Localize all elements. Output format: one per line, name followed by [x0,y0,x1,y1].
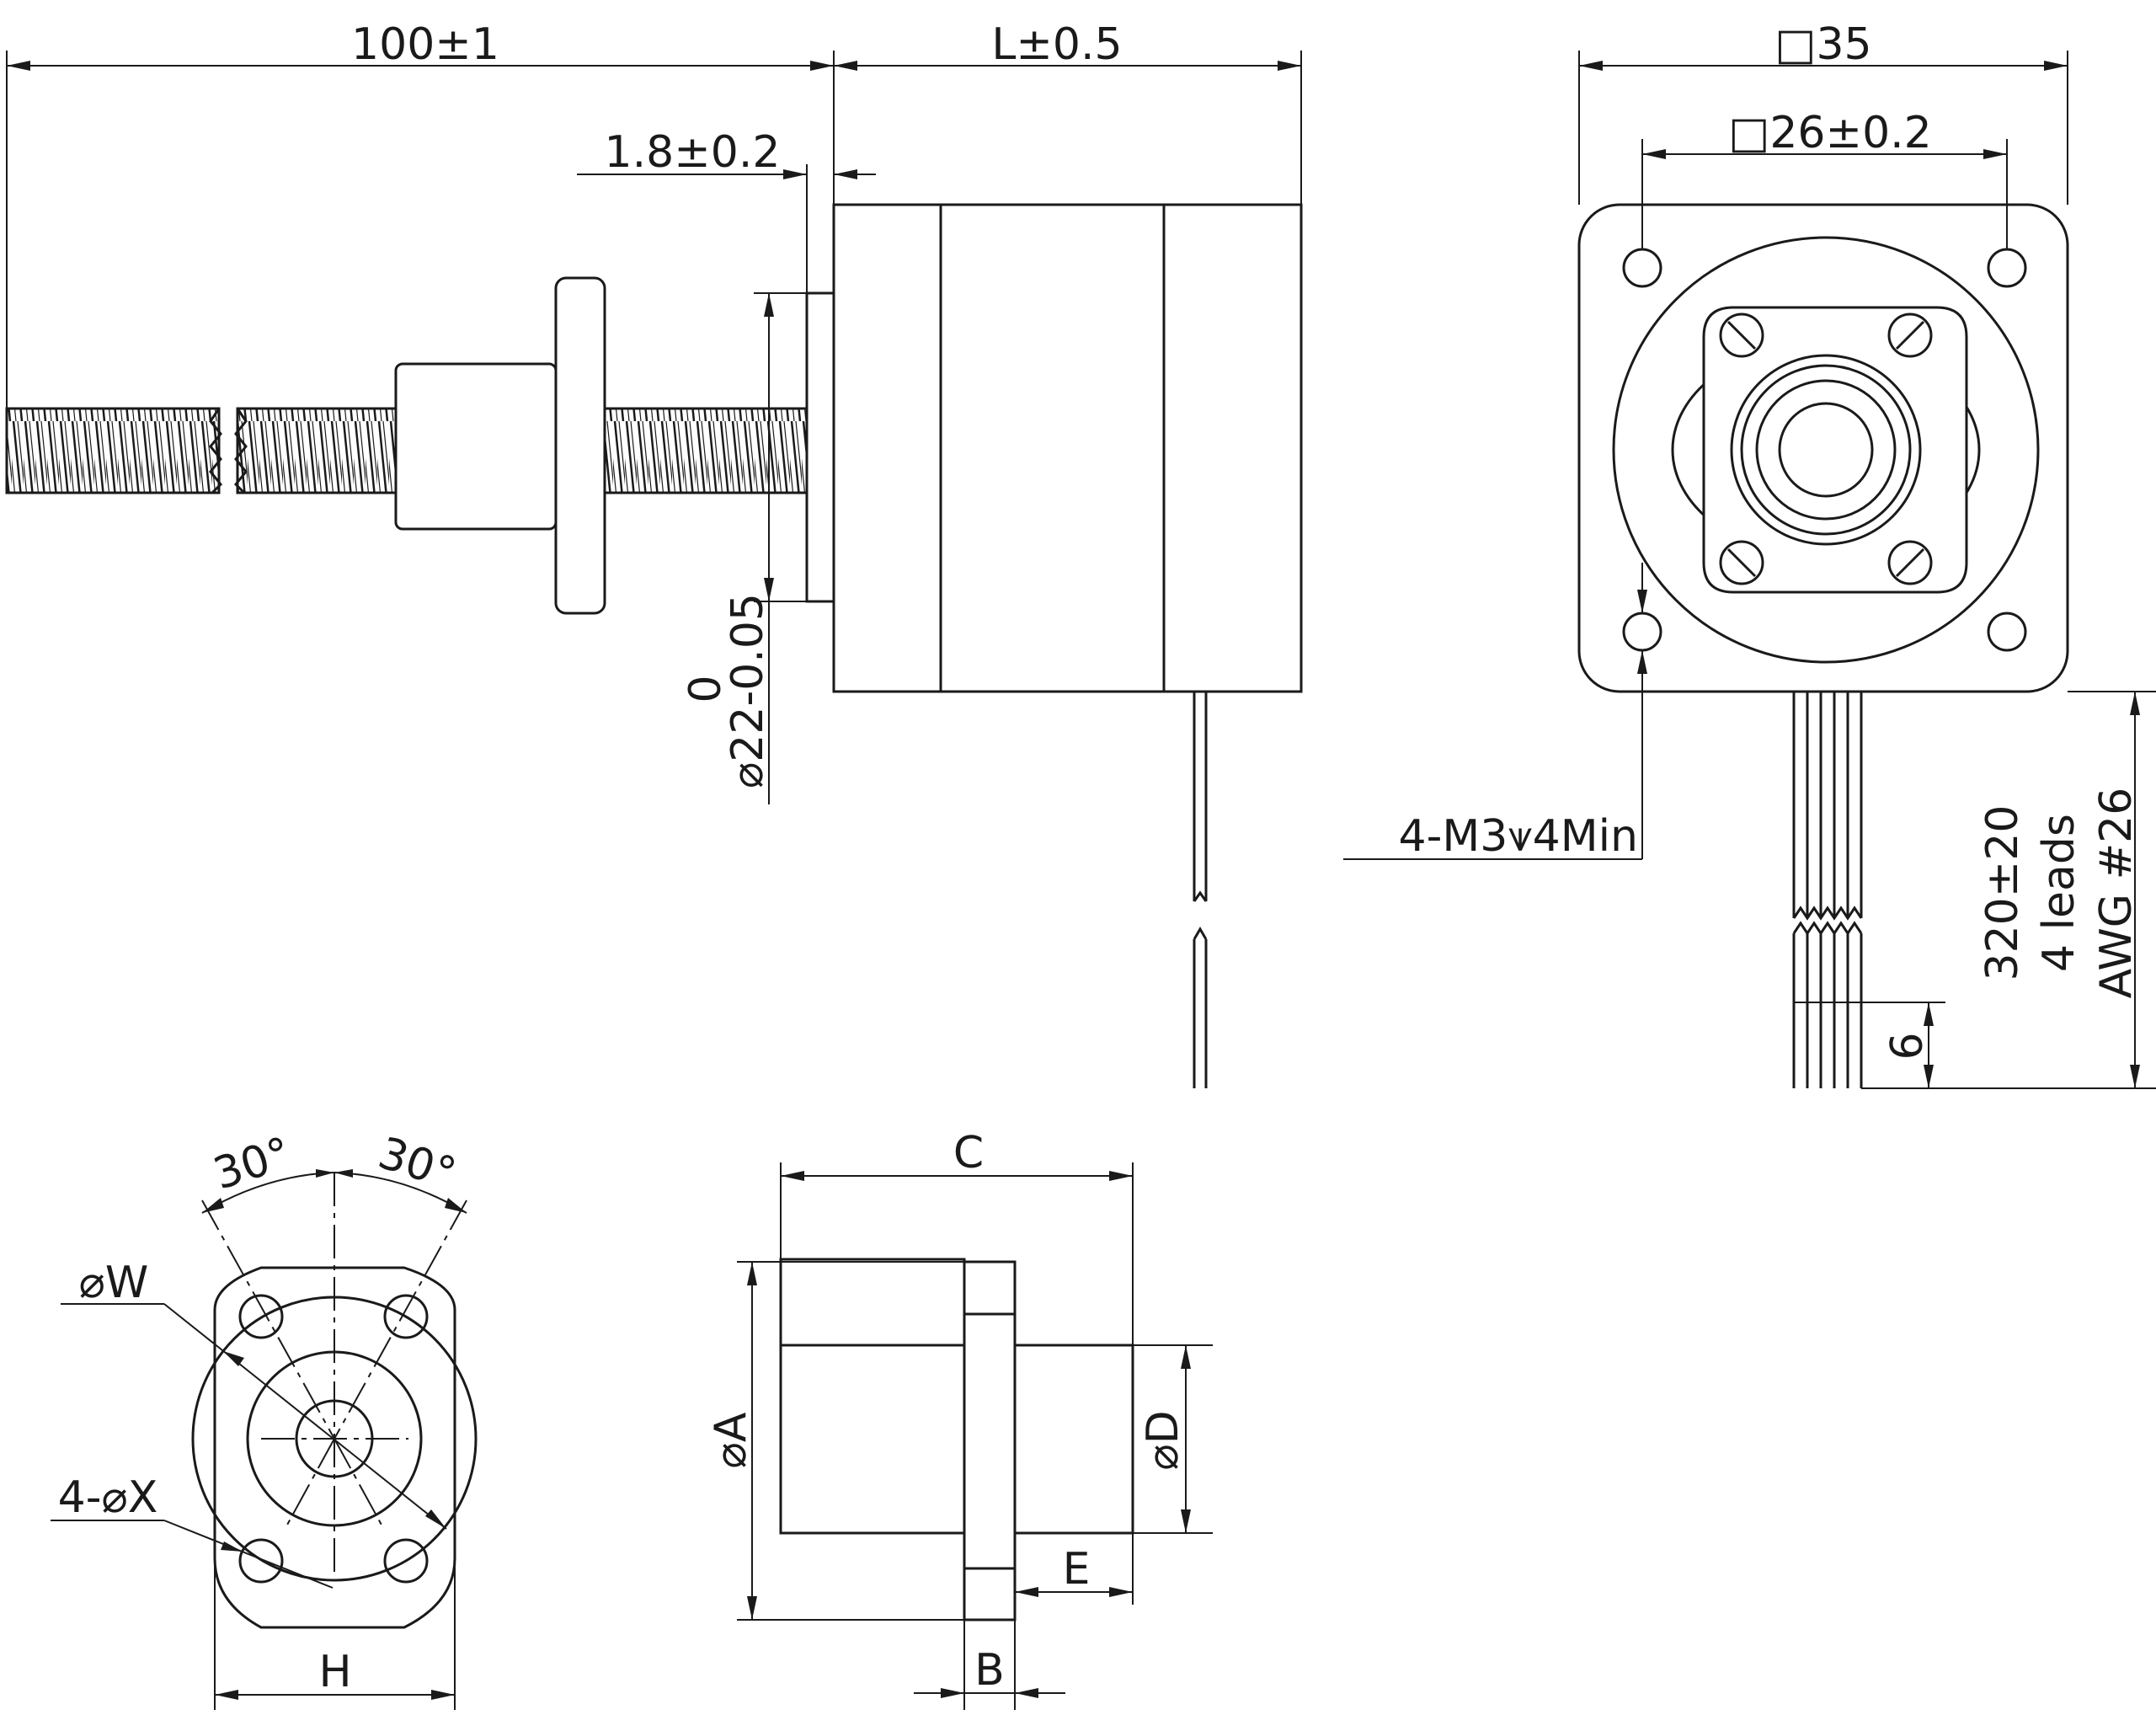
dim-c-label: C [953,1128,984,1178]
dim-square-label: □35 [1774,19,1871,70]
nut-boss-ring [1740,364,1912,536]
nut-side-view: C ⌀A ⌀D E [706,1128,1213,1710]
nut-flange-outline [213,1266,456,1629]
dim-e [1015,1533,1134,1605]
dim-pilot-height-label: 1.8±0.2 [605,127,781,178]
center-line-30-right [334,1199,467,1440]
dim-lead-length [1861,691,2156,1089]
screw-end [1778,402,1874,498]
dim-pilot-diameter [754,292,807,804]
lead-screw [5,407,808,494]
dim-hole-spacing [1641,139,2008,249]
dim-strip-label: 6 [1882,1032,1933,1060]
nut-side-pilot [1013,1344,1134,1535]
mount-hole-bl [1622,612,1662,652]
dim-width [214,1567,456,1710]
lead-wire-side [1193,692,1208,1088]
dim-mount-holes [1343,563,1647,860]
angle-right-label: 30° [372,1128,462,1200]
dim-a-label: ⌀A [706,1412,756,1468]
dim-b-label: B [974,1645,1005,1696]
dim-leads-gauge-label: AWG #26 [2091,788,2142,999]
dim-holes-label: 4-⌀X [58,1472,158,1523]
dim-pilot-diameter-upper-label: 0 [680,675,731,703]
dim-b [914,1620,1065,1710]
dim-d-label: ⌀D [1138,1410,1188,1470]
flange-nut-side [394,276,606,615]
nut-front-view: 30° 30° ⌀W 4-⌀X H [51,1128,478,1710]
nut-side-flange [963,1260,1017,1622]
nut-hole-1 [238,1294,284,1339]
mount-plate [1577,203,2069,693]
dim-lead-length-label: 320±20 [1977,805,2028,981]
nut-hole-3 [238,1538,284,1584]
dim-body-length [834,51,1302,205]
nut-boss-inner [1755,379,1897,521]
nut-hole-4 [383,1538,429,1584]
front-view: □35 □26±0.2 4-M3⩛4Min 320±20 4 lea [1343,19,2156,1089]
dim-strip [1861,1002,1945,1088]
mount-hole-tl [1622,248,1662,288]
dim-leads-count-label: 4 leads [2034,814,2084,972]
side-view: 100±1 L±0.5 1.8±0.2 0 ⌀22-0.05 [5,19,1303,1088]
mount-hole-br [1987,612,2027,652]
dim-hole-spacing-label: □26±0.2 [1728,108,1932,158]
dim-screw-length-label: 100±1 [351,19,499,70]
dim-pcd-label: ⌀W [79,1258,149,1308]
dim-pilot-height [577,164,876,293]
dim-width-label: H [318,1647,351,1697]
angle-left-label: 30° [208,1128,297,1200]
center-line-30-left [201,1199,335,1440]
motor-body [832,203,1303,693]
center-line-lower-right [334,1438,383,1527]
nut-screws [1719,313,1933,585]
center-line-lower-left [286,1438,335,1527]
lead-wires-front [1792,692,1863,1088]
dim-pcd [61,1303,447,1530]
pilot-boss [805,291,835,603]
dim-d [1133,1344,1213,1534]
dim-mount-holes-label: 4-M3⩛4Min [1399,811,1638,862]
dim-body-length-label: L±0.5 [991,19,1122,70]
dim-screw-length [6,51,835,409]
front-ring-outer [1612,236,2040,664]
dim-e-label: E [1063,1544,1091,1595]
mount-hole-tr [1987,248,2027,288]
dim-holes [51,1520,334,1589]
nut-hole-2 [383,1294,429,1339]
dim-square [1578,51,2068,205]
dim-pilot-diameter-label: ⌀22-0.05 [723,593,773,788]
dim-c [780,1162,1134,1345]
nut-flange-front [1702,306,1968,594]
nut-side-body [779,1258,966,1535]
nut-boss-outer [1730,354,1922,546]
dim-a [737,1261,964,1621]
